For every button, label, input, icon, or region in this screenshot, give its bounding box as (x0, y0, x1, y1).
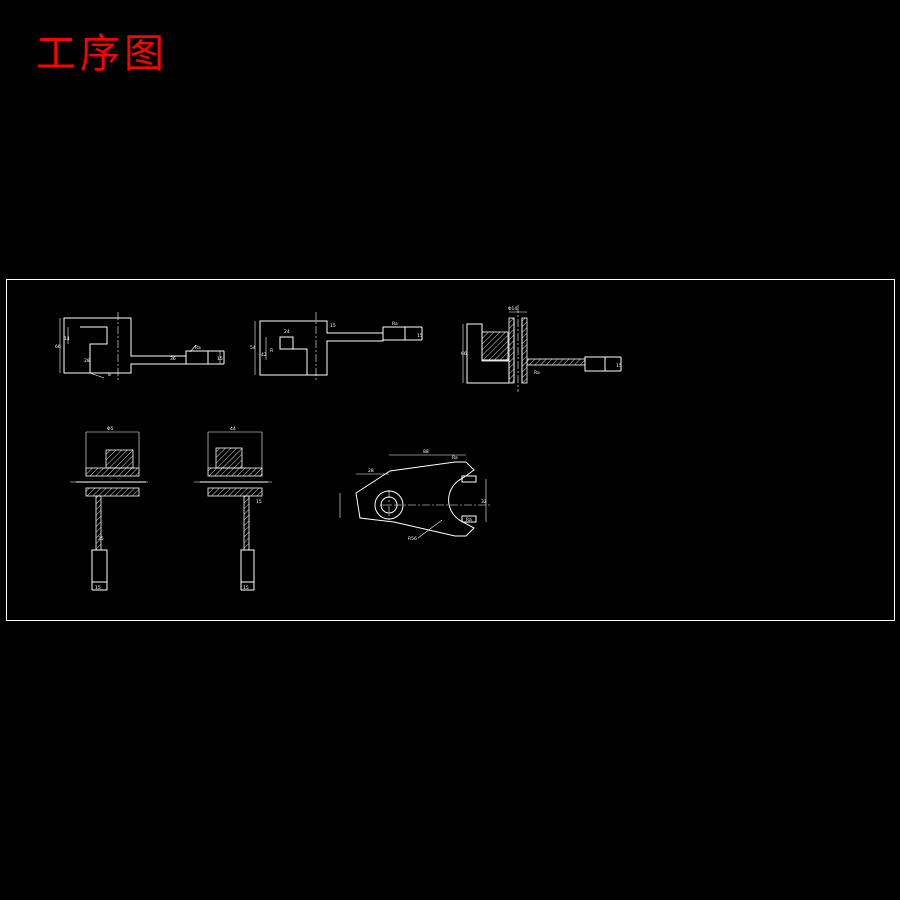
dim-op2-1: 24 (284, 329, 290, 335)
dim-op6-1: 88 (423, 449, 429, 455)
dim-op1-1: 66 (55, 344, 61, 350)
dim-op6-5: 32 (481, 499, 487, 505)
dim-op1-3: 28 (84, 358, 90, 364)
dim-op5-3: 15 (243, 585, 249, 591)
dim-op1-2: 14 (64, 336, 70, 342)
dim-op4-1: Φ5 (107, 426, 114, 432)
dim-op3-2: 66 (461, 351, 467, 357)
dim-op6-6: Ra (466, 517, 472, 523)
dim-op2-6: 15 (417, 333, 423, 339)
dim-op1-6: 15 (217, 356, 223, 362)
dim-op1-7: Ra (195, 345, 201, 351)
dim-op4-3: 15 (95, 585, 101, 591)
dim-op2-2: 42 (261, 352, 267, 358)
dim-op4-2: 25 (98, 536, 104, 542)
dim-op5-1: 44 (230, 426, 236, 432)
dim-op5-2: 15 (256, 499, 262, 505)
dim-op6-4: R56 (408, 536, 417, 542)
dim-op3-1: Φ14 (508, 306, 517, 312)
dim-op2-7: Ra (392, 321, 398, 327)
dim-op6-3: 28 (368, 468, 374, 474)
operation-5-view: 44 15 15 (194, 426, 272, 591)
dim-op3-4: Ra (534, 370, 540, 376)
dim-op2-3: 54 (250, 345, 256, 351)
page-title: 工序图 (36, 31, 168, 77)
dim-op6-2: Ra (452, 455, 458, 461)
operation-1-view: 66 14 28 8 36 15 Ra (55, 312, 225, 380)
dim-op1-5: 36 (170, 356, 176, 362)
operation-6-view: 88 Ra 28 R56 32 Ra (339, 449, 490, 542)
drawing-frame (6, 279, 895, 621)
dim-op3-3: 15 (616, 363, 622, 369)
dim-op2-5: 15 (330, 323, 336, 329)
dim-op1-4: 8 (108, 372, 111, 378)
dim-op2-4: R (270, 348, 273, 354)
operation-4-view: Φ5 25 15 (70, 426, 150, 591)
operation-2-view: 24 42 54 R 15 15 Ra (250, 312, 423, 380)
operation-3-view: Φ14 66 15 Ra (461, 305, 622, 392)
